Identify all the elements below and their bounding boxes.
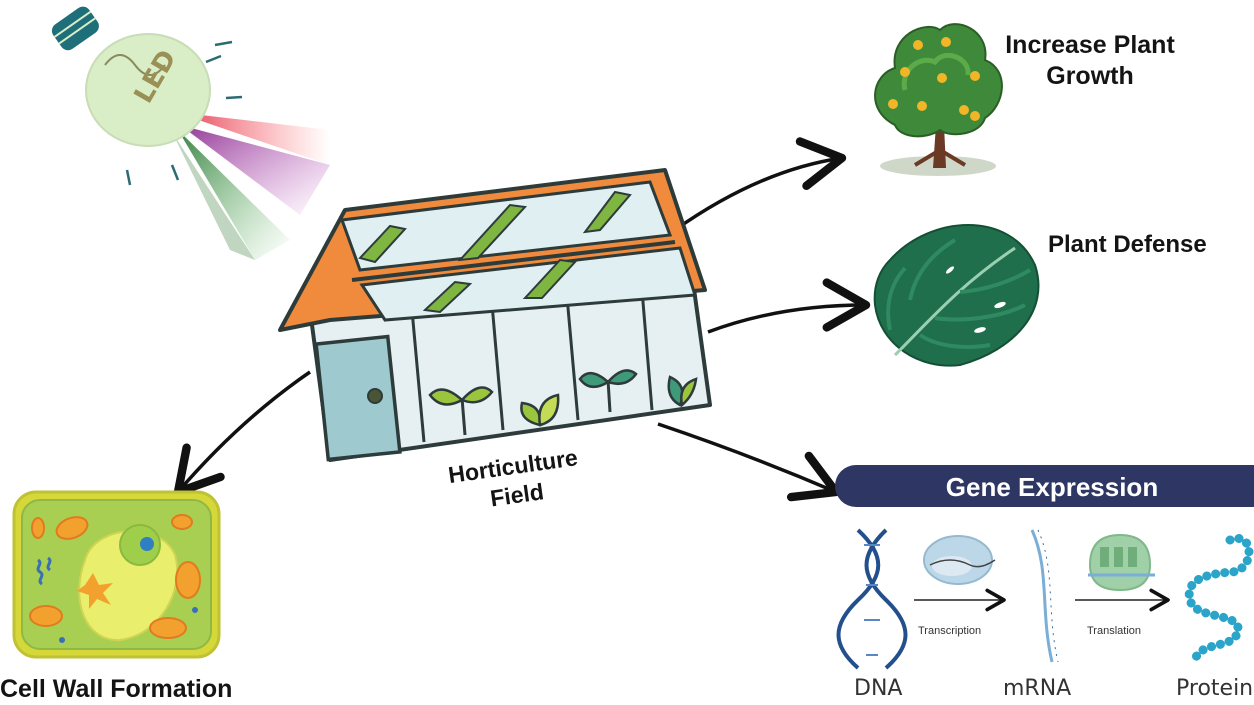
led-bulb-icon: LED: [51, 6, 330, 260]
greenhouse-icon: [278, 168, 712, 462]
gene-expression-banner: [835, 465, 1254, 507]
ribosome-icon: [1088, 533, 1155, 592]
rna-polymerase-icon: [923, 535, 996, 585]
gene-expression-title: Gene Expression: [945, 472, 1159, 502]
mrna-icon: [1030, 529, 1059, 663]
seedling-icon: [428, 386, 494, 436]
leaf-icon: [873, 224, 1040, 367]
seedling-icon: [667, 375, 698, 408]
transcription-label: Transcription: [918, 625, 982, 637]
arrows: [173, 137, 871, 502]
arrow-to-cellwall: [173, 370, 311, 497]
dna-label: DNA: [854, 676, 903, 701]
arrow-to-defense: [707, 278, 871, 334]
translation-label: Translation: [1087, 625, 1142, 637]
dna-icon: [836, 528, 908, 670]
outcome-growth-label: Increase Plant Growth: [1005, 31, 1175, 91]
mrna-label: mRNA: [1003, 676, 1072, 701]
outcome-cell-wall-label: Cell Wall Formation: [0, 675, 233, 703]
protein-label: Protein: [1176, 676, 1254, 701]
protein-icon: [1184, 533, 1254, 665]
outcome-defense-label: Plant Defense: [1048, 231, 1207, 258]
seedling-icon: [578, 369, 638, 413]
plant-cell-icon: [12, 490, 221, 659]
seedling-icon: [520, 393, 560, 427]
tree-icon: [874, 23, 1003, 176]
arrow-to-gene: [657, 422, 841, 502]
arrow-to-growth: [673, 137, 847, 232]
